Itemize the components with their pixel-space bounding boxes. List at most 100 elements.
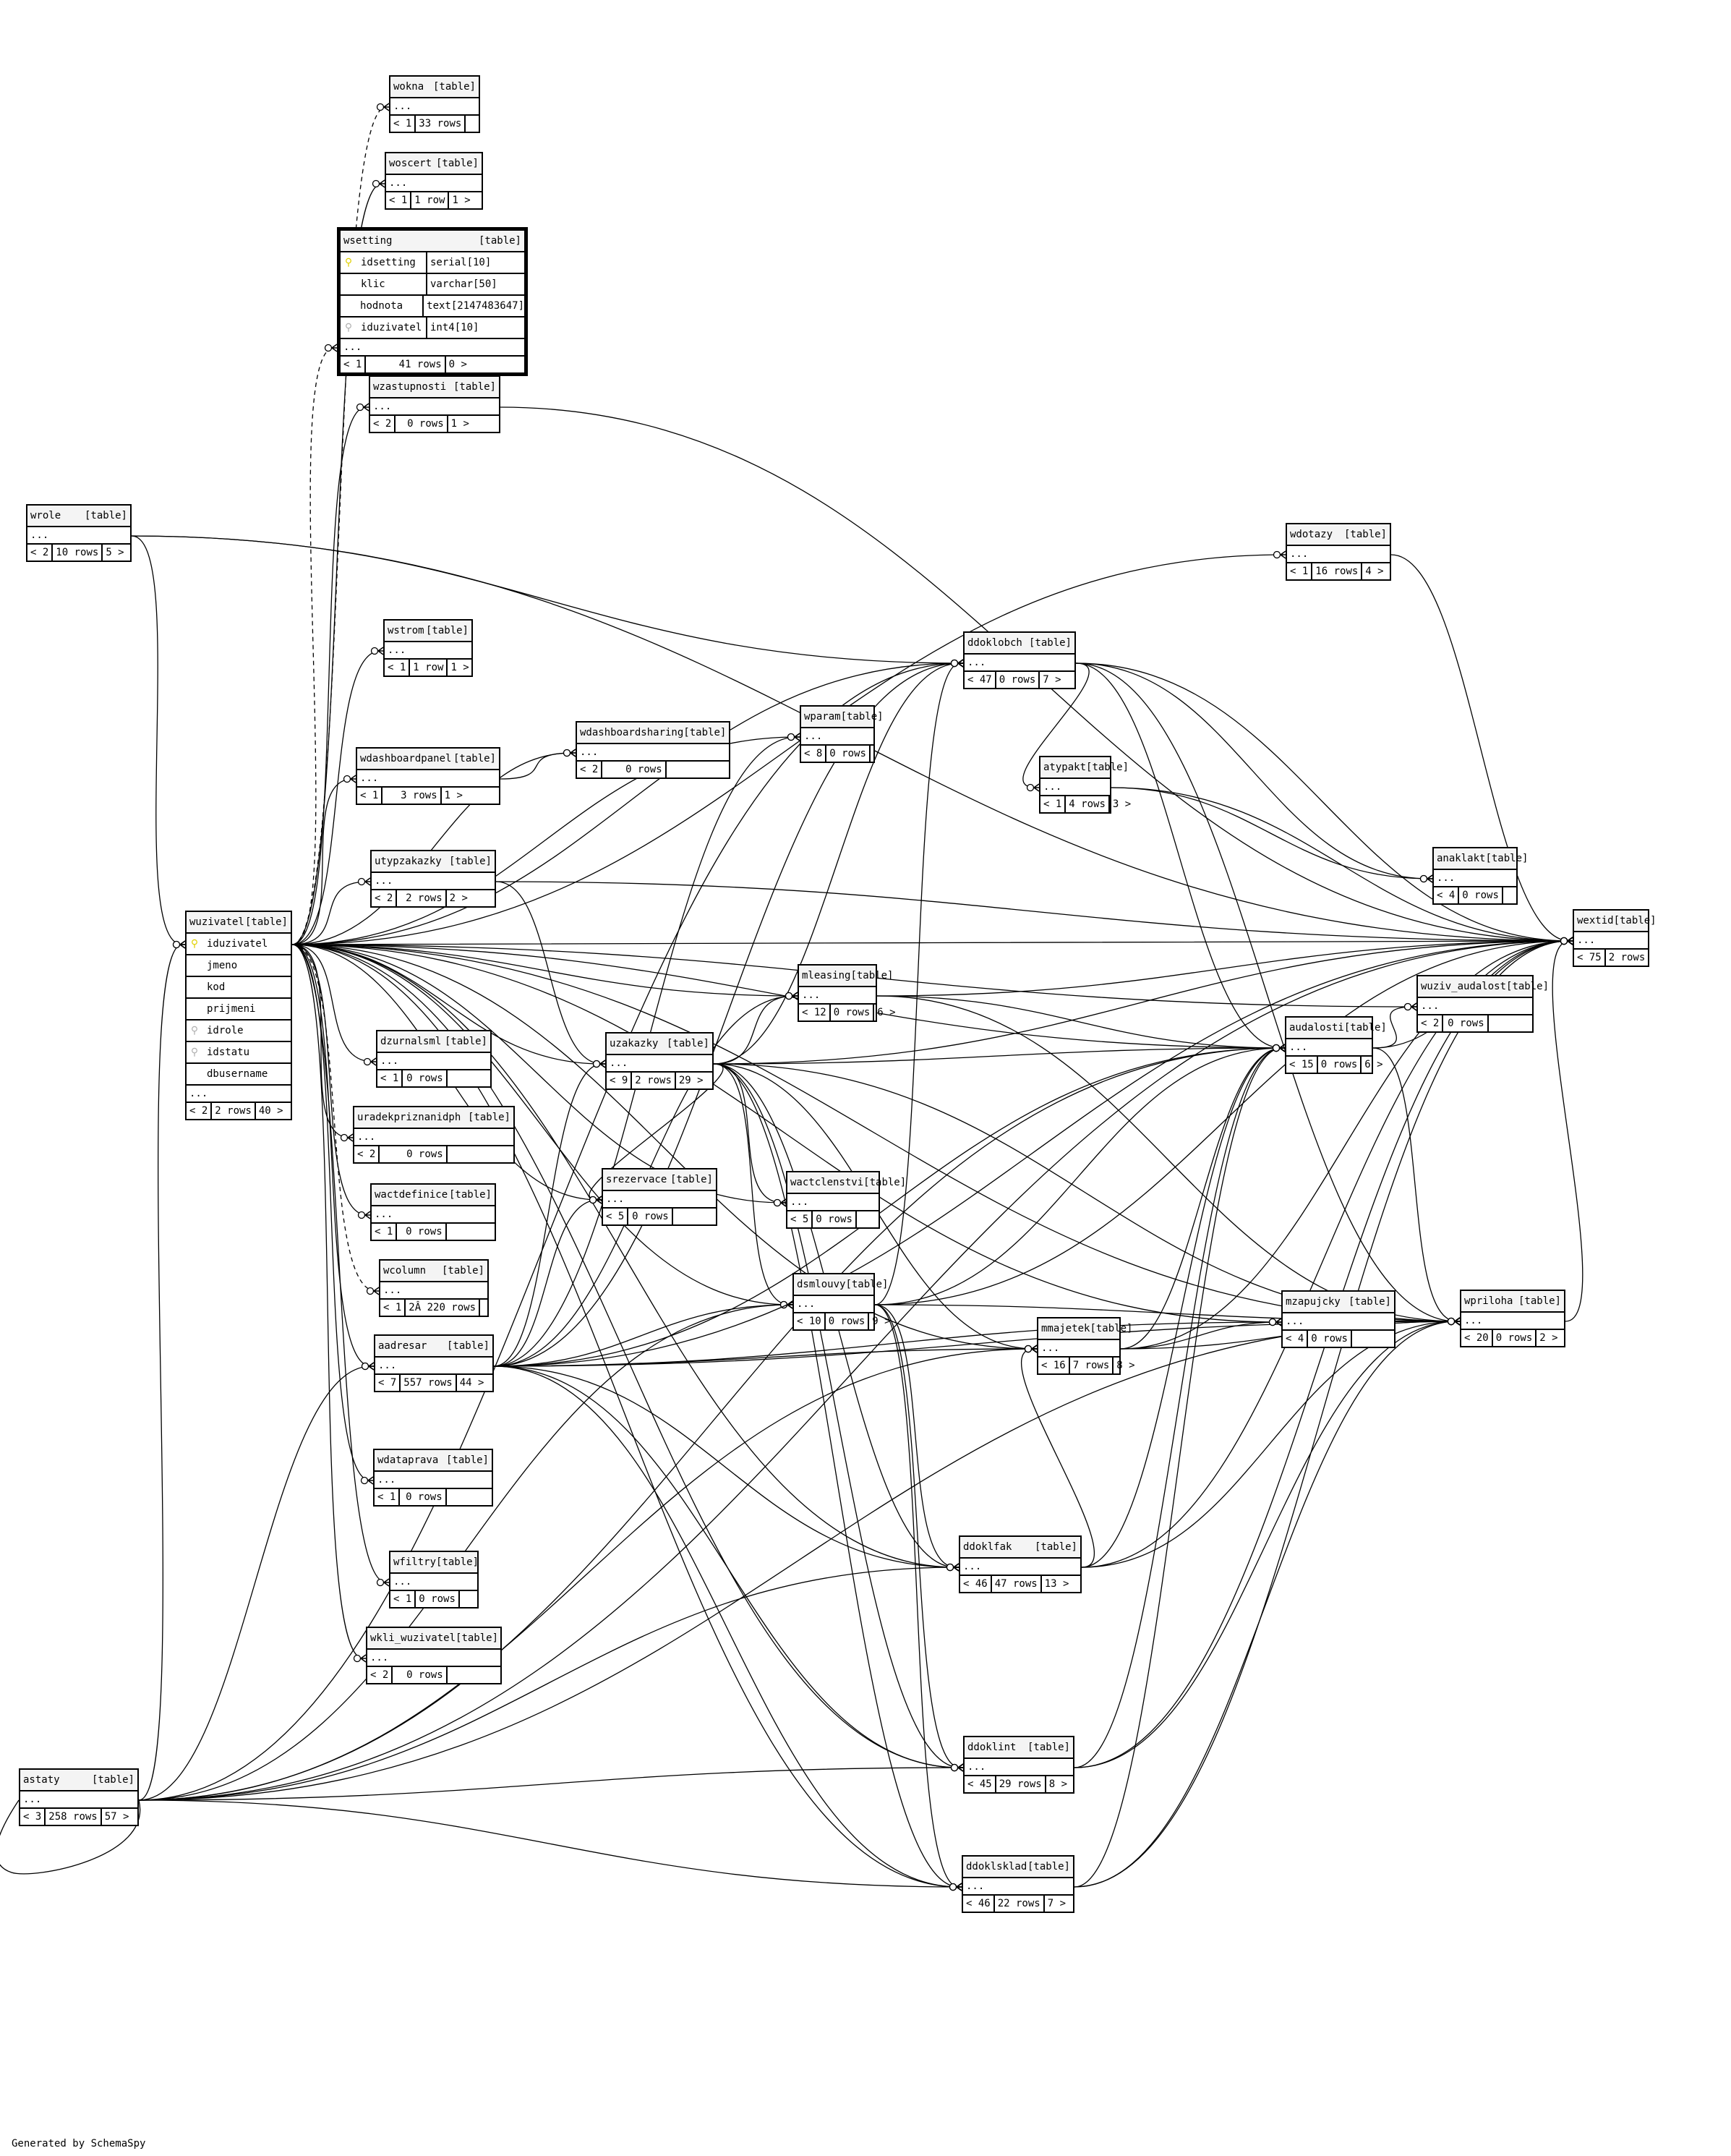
- table-header[interactable]: utypzakazky[table]: [372, 851, 495, 873]
- child-count-link[interactable]: [460, 1591, 477, 1607]
- table-name[interactable]: ddoklfak: [963, 1541, 1012, 1553]
- column-name[interactable]: prijmeni: [207, 1003, 256, 1015]
- collapsed-columns[interactable]: ...: [577, 744, 729, 762]
- table-name[interactable]: wokna: [393, 81, 424, 93]
- child-count-link[interactable]: 1 >: [444, 790, 463, 801]
- parent-count-link[interactable]: < 4: [1283, 1331, 1309, 1347]
- parent-count-link[interactable]: < 1: [385, 660, 411, 676]
- collapsed-columns[interactable]: ...: [385, 642, 471, 660]
- table-header[interactable]: wpriloha[table]: [1461, 1291, 1564, 1313]
- child-count-link[interactable]: [857, 1211, 879, 1227]
- collapsed-columns[interactable]: ...: [390, 98, 479, 116]
- child-count-link[interactable]: [673, 1209, 716, 1224]
- table-header[interactable]: ddoklsklad[table]: [963, 1857, 1073, 1878]
- child-count-link[interactable]: [447, 1489, 492, 1505]
- table-name[interactable]: wuzivatel: [189, 916, 244, 928]
- child-count-link[interactable]: [871, 746, 876, 762]
- column-name[interactable]: iduzivatel: [207, 938, 268, 950]
- parent-count-link[interactable]: < 1: [1040, 796, 1067, 812]
- table-name[interactable]: wzastupnosti: [373, 381, 447, 393]
- table-name[interactable]: mzapujcky: [1286, 1296, 1341, 1308]
- table-header[interactable]: wparam[table]: [801, 707, 884, 728]
- child-count-link[interactable]: 0 >: [448, 359, 467, 370]
- table-header[interactable]: wuziv_audalost[table]: [1418, 976, 1549, 998]
- table-name[interactable]: wcolumn: [383, 1265, 427, 1277]
- table-name[interactable]: astaty: [23, 1774, 60, 1786]
- child-count-link[interactable]: 29 >: [678, 1075, 704, 1086]
- collapsed-columns[interactable]: ...: [801, 728, 873, 746]
- parent-count-link[interactable]: < 1: [380, 1300, 406, 1316]
- collapsed-columns[interactable]: ...: [27, 527, 130, 545]
- child-count-link[interactable]: 40 >: [258, 1105, 283, 1117]
- parent-count-link[interactable]: < 1: [357, 788, 383, 804]
- parent-count-link[interactable]: < 1: [390, 116, 416, 132]
- child-count-link[interactable]: 5 >: [106, 547, 124, 558]
- table-name[interactable]: uradekpriznanidph: [357, 1112, 461, 1123]
- child-count-link[interactable]: 2 >: [1539, 1332, 1558, 1344]
- column-name[interactable]: klic: [356, 274, 427, 294]
- table-name[interactable]: wrole: [30, 510, 61, 521]
- table-header[interactable]: ddoklobch[table]: [965, 633, 1074, 655]
- table-name[interactable]: srezervace: [606, 1174, 667, 1185]
- parent-count-link[interactable]: < 1: [375, 1489, 401, 1505]
- parent-count-link[interactable]: < 16: [1038, 1358, 1070, 1373]
- parent-count-link[interactable]: < 2: [354, 1146, 380, 1162]
- collapsed-columns[interactable]: ...: [357, 770, 499, 788]
- collapsed-columns[interactable]: ...: [1286, 1039, 1372, 1057]
- column-name[interactable]: hodnota: [356, 296, 424, 316]
- table-header[interactable]: wactdefinice[table]: [372, 1185, 495, 1206]
- parent-count-link[interactable]: < 46: [960, 1576, 992, 1592]
- parent-count-link[interactable]: < 45: [965, 1776, 996, 1792]
- column-name[interactable]: iduzivatel: [356, 318, 427, 338]
- child-count-link[interactable]: [667, 762, 729, 777]
- collapsed-columns[interactable]: ...: [375, 1472, 492, 1489]
- child-count-link[interactable]: 4 >: [1365, 566, 1384, 577]
- table-header[interactable]: wextid[table]: [1574, 911, 1657, 932]
- parent-count-link[interactable]: < 1: [386, 192, 412, 208]
- table-name[interactable]: aadresar: [378, 1340, 427, 1352]
- column-name[interactable]: idstatu: [207, 1047, 250, 1058]
- collapsed-columns[interactable]: ...: [603, 1191, 716, 1209]
- child-count-link[interactable]: 6 >: [877, 1007, 896, 1018]
- child-count-link[interactable]: 7 >: [1043, 674, 1061, 686]
- table-name[interactable]: wdashboardpanel: [360, 753, 452, 764]
- parent-count-link[interactable]: < 1: [1287, 563, 1313, 579]
- table-header[interactable]: wsetting[table]: [341, 231, 524, 252]
- column-row[interactable]: kod: [187, 977, 291, 999]
- child-count-link[interactable]: 1 >: [452, 195, 471, 206]
- child-count-link[interactable]: [448, 1070, 490, 1086]
- child-count-link[interactable]: 57 >: [104, 1811, 129, 1823]
- table-header[interactable]: srezervace[table]: [603, 1169, 716, 1191]
- parent-count-link[interactable]: < 5: [603, 1209, 629, 1224]
- collapsed-columns[interactable]: ...: [370, 399, 499, 416]
- collapsed-columns[interactable]: ...: [607, 1055, 712, 1073]
- table-header[interactable]: wokna[table]: [390, 77, 479, 98]
- table-name[interactable]: wstrom: [388, 625, 424, 636]
- table-header[interactable]: atypakt[table]: [1040, 757, 1129, 779]
- column-name[interactable]: dbusername: [207, 1068, 268, 1080]
- table-header[interactable]: ddoklint[table]: [965, 1737, 1073, 1759]
- table-name[interactable]: mmajetek: [1041, 1323, 1090, 1334]
- table-name[interactable]: ddoklsklad: [966, 1861, 1027, 1872]
- parent-count-link[interactable]: < 1: [372, 1224, 398, 1240]
- child-count-link[interactable]: 13 >: [1044, 1578, 1069, 1590]
- collapsed-columns[interactable]: ...: [963, 1878, 1073, 1896]
- child-count-link[interactable]: 1 >: [450, 662, 469, 673]
- collapsed-columns[interactable]: ...: [1287, 546, 1390, 563]
- table-name[interactable]: uzakazky: [610, 1038, 659, 1049]
- table-name[interactable]: wkli_wuzivatel: [370, 1632, 456, 1644]
